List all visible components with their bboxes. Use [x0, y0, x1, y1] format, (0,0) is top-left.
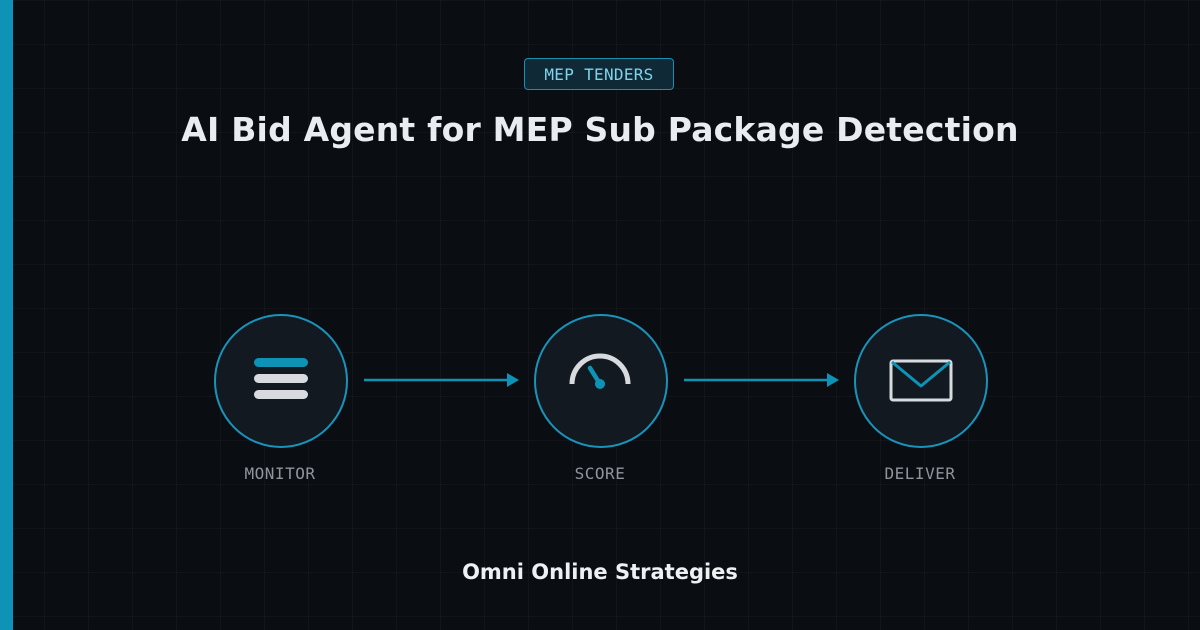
- step-deliver: [854, 314, 988, 448]
- category-tag: MEP TENDERS: [524, 58, 674, 90]
- page-title: AI Bid Agent for MEP Sub Package Detecti…: [181, 110, 1019, 149]
- envelope-icon: [889, 359, 953, 402]
- arrow-icon: [364, 373, 519, 387]
- accent-bar: [0, 0, 13, 630]
- step-score: [534, 314, 668, 448]
- list-icon: [254, 358, 308, 399]
- gauge-icon: [569, 353, 631, 389]
- step-monitor: [214, 314, 348, 448]
- step-label-monitor: MONITOR: [244, 464, 316, 483]
- step-label-score: SCORE: [574, 464, 626, 483]
- arrow-icon: [684, 373, 839, 387]
- step-label-deliver: DELIVER: [884, 464, 956, 483]
- brand-name: Omni Online Strategies: [462, 560, 738, 584]
